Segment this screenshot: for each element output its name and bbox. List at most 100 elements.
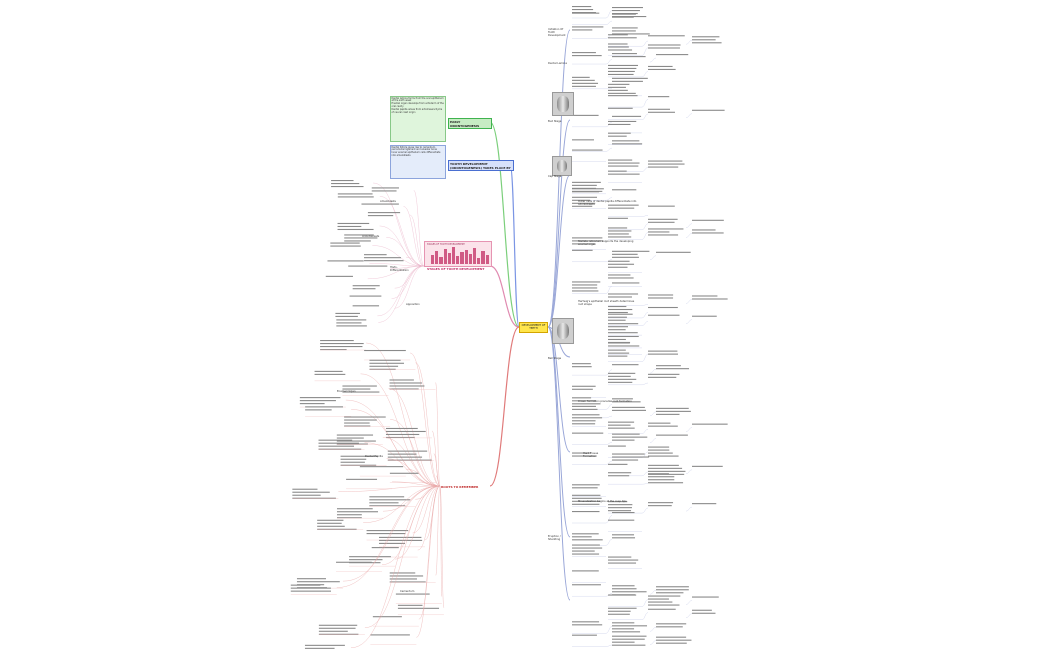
text-line [612, 512, 635, 514]
sub-link [685, 427, 693, 432]
text-line [572, 547, 603, 549]
text-line [608, 375, 631, 377]
sub-link [685, 113, 693, 118]
text-line [342, 385, 377, 387]
text-line [572, 188, 604, 190]
branch-takes-place-by[interactable]: TOOTH DEVELOPMENT (ODONTOGENESIS) TAKES … [448, 160, 514, 171]
text-line [299, 403, 325, 405]
sub-link [641, 215, 649, 217]
text-line [349, 556, 391, 558]
text-line [612, 628, 635, 630]
sub-link [605, 147, 613, 152]
text-line [612, 10, 640, 12]
text-line [342, 388, 371, 390]
link-right-erupt [547, 326, 571, 538]
text-line [648, 446, 670, 448]
sub-link [338, 485, 441, 492]
sub-link [367, 265, 425, 280]
text-line [656, 434, 688, 436]
illustration-bar [473, 248, 477, 264]
text-line [612, 456, 650, 458]
text-line [648, 455, 679, 457]
text-line [389, 581, 426, 583]
text-line [318, 439, 353, 441]
text-line [608, 345, 640, 347]
text-line [336, 319, 367, 321]
text-line [648, 163, 685, 165]
text-line [692, 229, 716, 231]
text-line [608, 86, 626, 88]
text-line [367, 215, 394, 217]
text-line [692, 42, 722, 44]
text-line [572, 139, 594, 141]
text-node-6: Outer cells of dental papilla differenti… [578, 200, 637, 207]
branch-stages[interactable]: STAGES OF TOOTH DEVELOPMENT [427, 266, 485, 271]
text-line [330, 245, 361, 247]
text-line [572, 76, 590, 78]
text-line [336, 511, 379, 513]
text-line [608, 296, 632, 298]
sub-link [641, 304, 649, 306]
text-line [612, 253, 638, 255]
sub-link [386, 237, 425, 267]
text-node-10: Mineralization begins at the cusp tips [578, 500, 627, 503]
text-line [369, 505, 406, 507]
text-line [648, 502, 674, 504]
text-line [612, 585, 635, 587]
branch-early-odontogenesis[interactable]: EARLY ODONTOGENESIS [448, 118, 492, 129]
text-line [318, 445, 355, 447]
label-hard-tissue: Hard Tissue Formation [583, 452, 599, 459]
text-line [572, 6, 592, 8]
text-line [344, 422, 370, 424]
sub-link [649, 590, 657, 595]
text-line [572, 417, 603, 419]
text-line [648, 604, 680, 606]
text-line [608, 311, 628, 314]
text-line [572, 385, 596, 387]
branch-roots-to-remember[interactable]: ROOTS TO REMEMBER [441, 484, 479, 489]
sub-link [649, 438, 657, 443]
link-right-bud [547, 119, 571, 328]
text-line [378, 536, 422, 538]
text-line [612, 401, 641, 403]
sub-link [405, 468, 441, 487]
text-line [608, 335, 639, 338]
text-line [608, 323, 639, 325]
text-line [656, 365, 681, 367]
text-line [318, 442, 359, 444]
text-line [340, 458, 367, 460]
central-topic[interactable]: DEVELOPMENT OF TEETH [519, 322, 548, 333]
sub-link [350, 485, 441, 648]
text-line [344, 419, 377, 421]
text-line [692, 609, 712, 611]
text-line [344, 237, 378, 239]
sub-link [641, 429, 649, 434]
text-line [572, 500, 601, 502]
text-line [612, 27, 638, 29]
text-line [648, 467, 683, 469]
text-line [337, 222, 370, 225]
sub-link [641, 483, 649, 485]
text-line [608, 274, 631, 276]
text-line [612, 143, 643, 145]
text-line [608, 123, 631, 126]
text-line [608, 70, 635, 73]
label-cap-stage: Cap Stage [548, 175, 562, 178]
text-line [656, 413, 680, 415]
text-line [344, 416, 386, 418]
text-line [608, 329, 626, 331]
text-line [572, 455, 597, 457]
link-right-hard [547, 326, 571, 453]
text-line [608, 227, 628, 229]
text-line [648, 595, 681, 597]
text-line [692, 596, 719, 598]
text-line [572, 400, 597, 402]
sub-link [373, 182, 425, 267]
text-line [572, 149, 603, 151]
text-line [608, 95, 638, 97]
sub-link [378, 265, 425, 323]
text-node-9: Crown formation precedes root formation [578, 400, 632, 403]
sub-link [417, 485, 441, 551]
text-line [612, 53, 637, 55]
